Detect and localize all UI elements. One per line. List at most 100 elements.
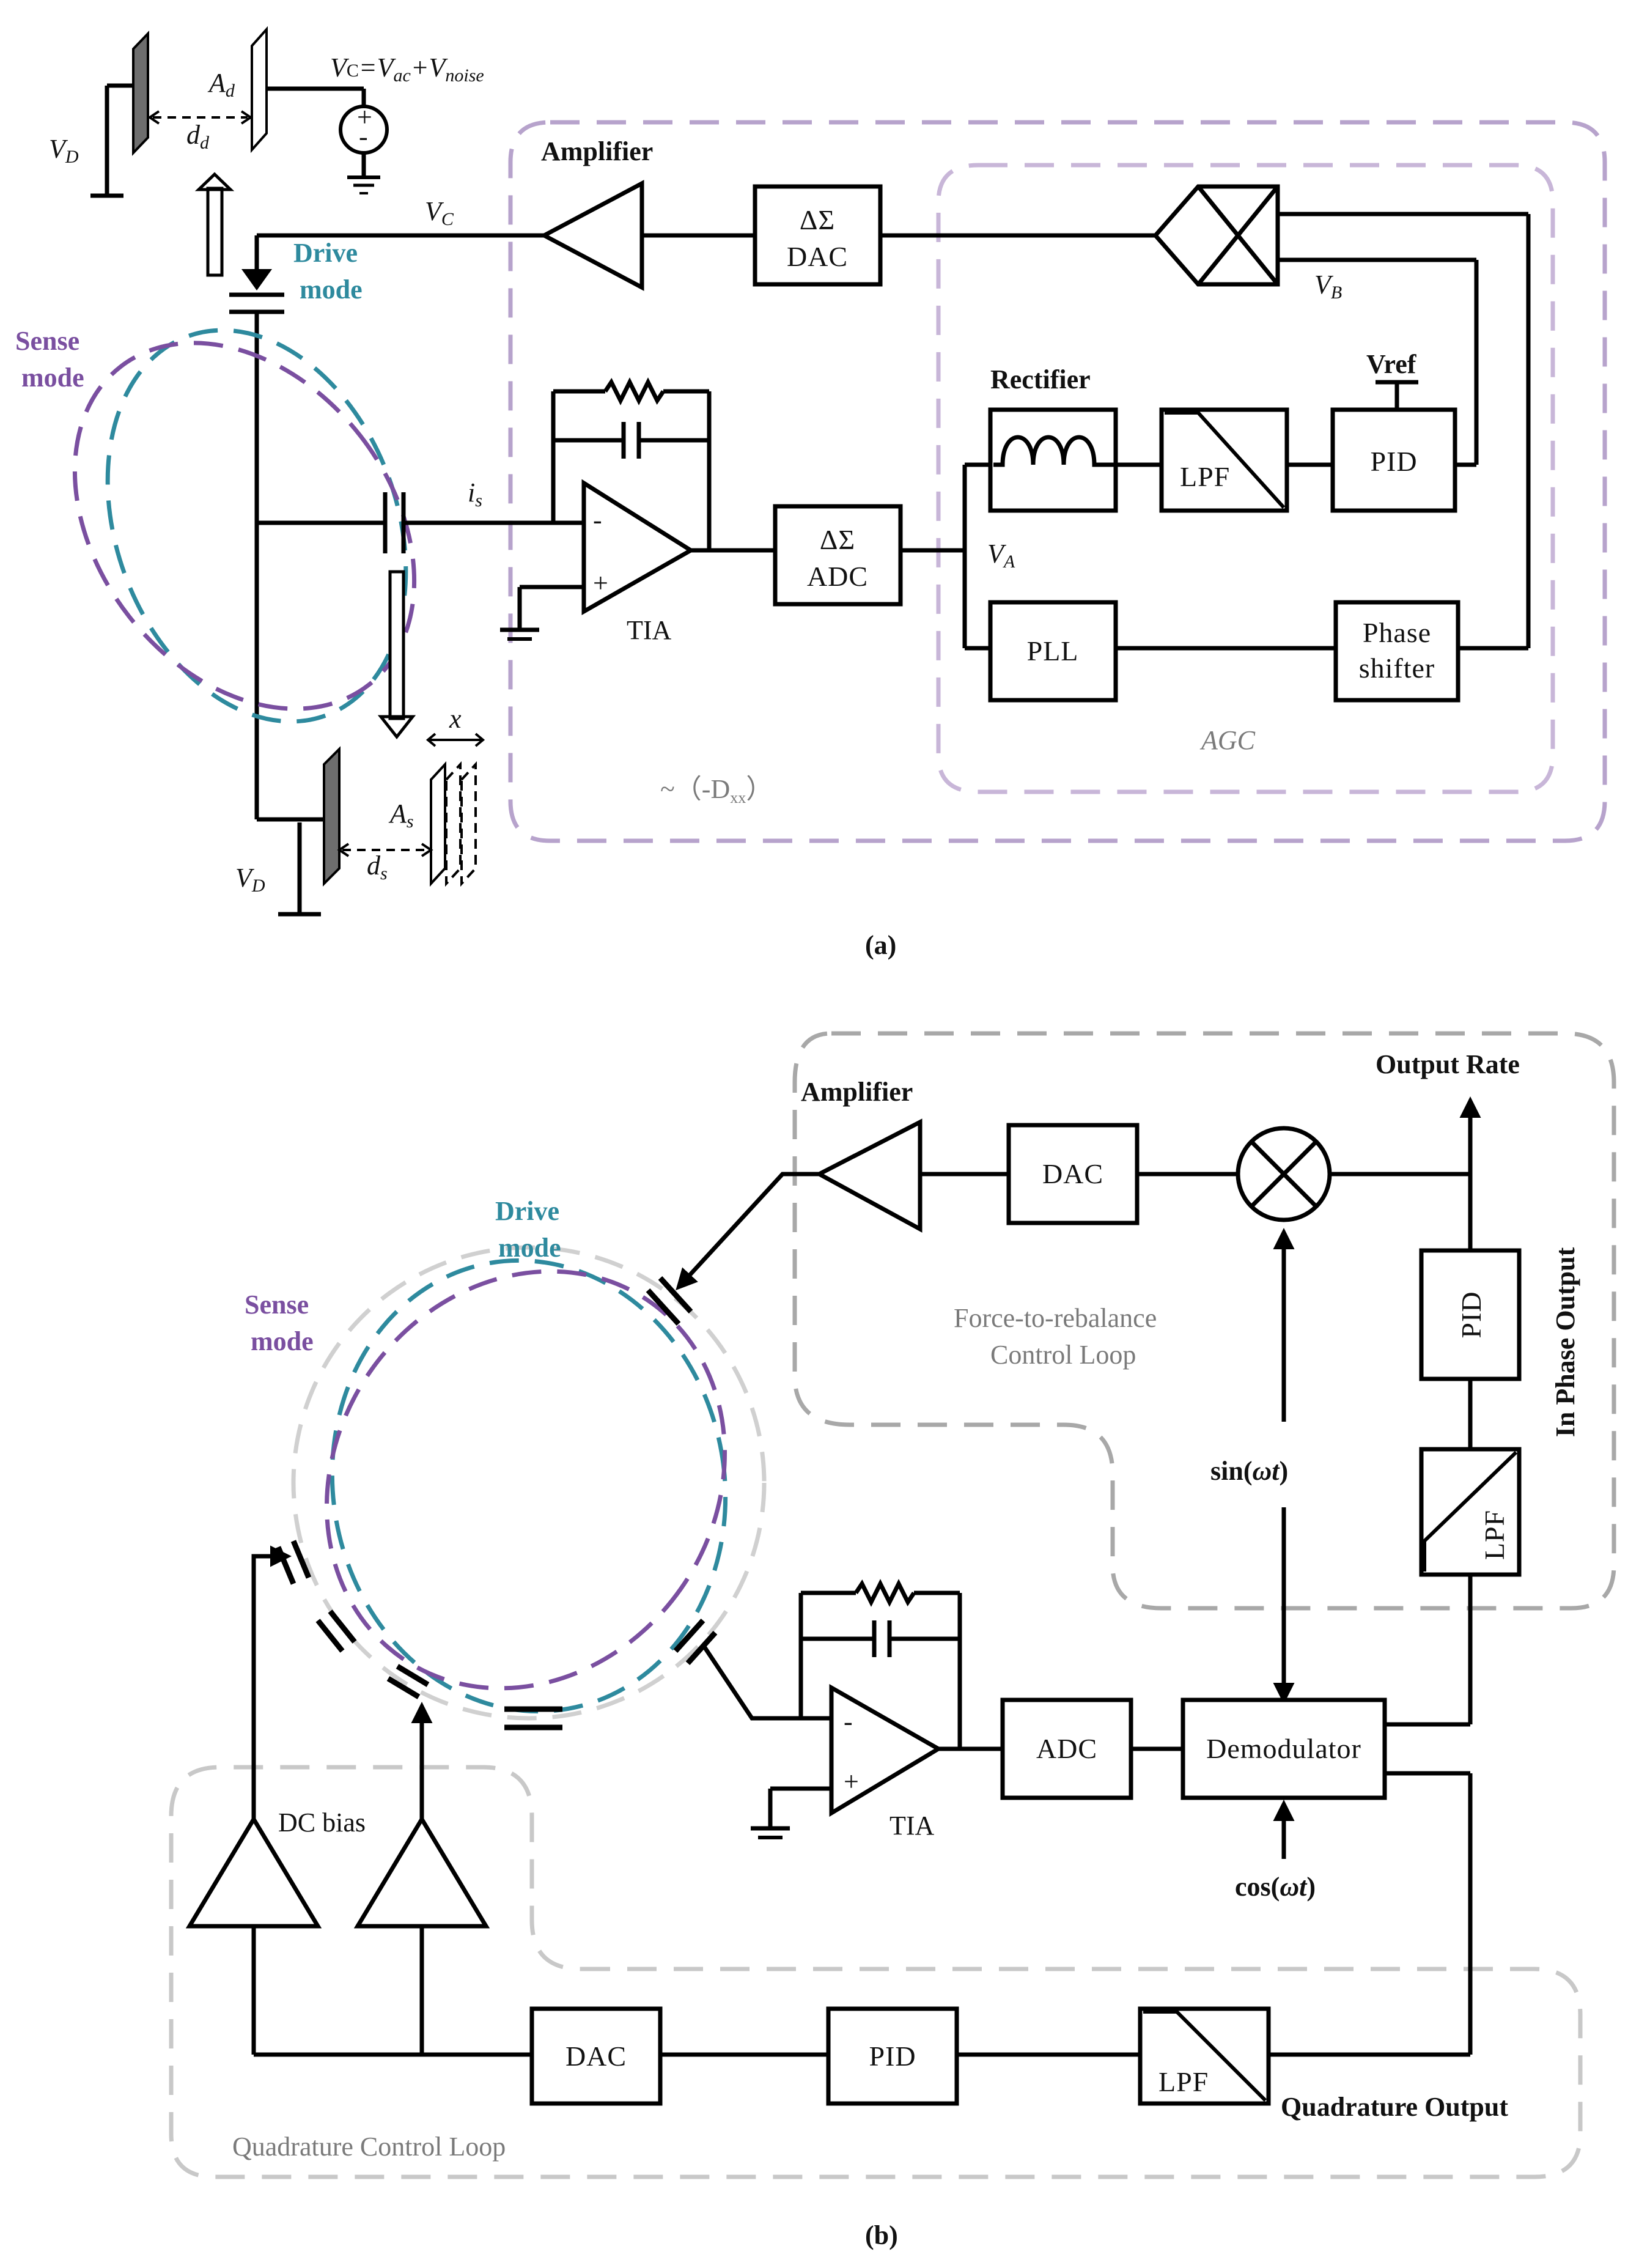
pid-bottom-label: PID bbox=[869, 2041, 916, 2072]
agc-loop bbox=[936, 163, 1555, 794]
dac-top-label: DAC bbox=[1042, 1158, 1103, 1189]
tia-b-opamp-icon: - + bbox=[829, 1683, 943, 1817]
drive-mode-label-2: mode bbox=[300, 275, 363, 305]
drive-plate-moving bbox=[251, 26, 268, 153]
drive-mode-label: Drive bbox=[293, 238, 358, 268]
amplifier-label: Amplifier bbox=[541, 136, 653, 166]
phase-label-1: Phase bbox=[1363, 617, 1431, 648]
lpf-vertical-label: LPF bbox=[1479, 1510, 1510, 1560]
ds-label: ds bbox=[367, 851, 388, 884]
svg-text:+: + bbox=[593, 568, 608, 598]
vd-top-label: VD bbox=[49, 134, 79, 167]
lpf-bottom-label: LPF bbox=[1158, 2066, 1209, 2097]
vb-label: VB bbox=[1314, 270, 1342, 303]
dac-top-block bbox=[1006, 1123, 1140, 1225]
drive-arrowhead-icon bbox=[241, 269, 272, 290]
lpf-vertical-block bbox=[1419, 1447, 1522, 1577]
quad-loop-label: Quadrature Control Loop bbox=[232, 2132, 506, 2162]
caption-a: (a) bbox=[865, 930, 896, 960]
is-label: is bbox=[468, 478, 482, 511]
ds-adc-label-2: ADC bbox=[807, 561, 868, 592]
outer-loop-a bbox=[508, 120, 1607, 843]
svg-text:-: - bbox=[359, 122, 368, 152]
sense-mode-label-2: mode bbox=[21, 363, 84, 393]
pid-bottom-block bbox=[826, 2006, 959, 2106]
as-label: As bbox=[388, 799, 414, 832]
resistor-icon bbox=[603, 377, 665, 405]
caption-b: (b) bbox=[865, 2220, 898, 2250]
in-phase-label: In Phase Output bbox=[1550, 1247, 1580, 1437]
agc-label: AGC bbox=[1199, 725, 1256, 755]
phase-label-2: shifter bbox=[1359, 652, 1435, 684]
lpf-block-a bbox=[1159, 407, 1289, 513]
demodulator-block bbox=[1180, 1697, 1387, 1800]
amplifier-b-icon bbox=[814, 1118, 923, 1233]
inductor-icon bbox=[993, 435, 1114, 467]
dd-label: dd bbox=[186, 120, 210, 153]
output-rate-label: Output Rate bbox=[1376, 1049, 1520, 1079]
drive-electrode: + - bbox=[90, 26, 389, 198]
ds-dac-label-1: ΔΣ bbox=[800, 204, 835, 235]
ds-adc-label-1: ΔΣ bbox=[820, 524, 855, 555]
quadrature-loop bbox=[169, 1765, 1583, 2179]
sense-plate-fixed bbox=[323, 746, 341, 887]
down-arrow-icon bbox=[377, 570, 416, 740]
pid-vertical-label: PID bbox=[1456, 1291, 1487, 1338]
drive-plate-fixed bbox=[132, 31, 149, 156]
panel-a: + - VC=Vac+Vnoise Ad dd VD VC Drive mode… bbox=[15, 26, 1607, 960]
lpf-bottom-block bbox=[1138, 2006, 1271, 2106]
tia-opamp-icon: - + bbox=[581, 479, 695, 616]
drive-mode-ring bbox=[330, 1258, 728, 1714]
resistor-b-icon bbox=[854, 1579, 916, 1607]
ring-electrodes bbox=[275, 1276, 718, 1731]
adc-block bbox=[1000, 1697, 1133, 1800]
quad-output-label: Quadrature Output bbox=[1281, 2092, 1508, 2122]
rectifier-block bbox=[988, 407, 1118, 513]
mixer-x-icon bbox=[1152, 184, 1280, 287]
ds-adc-block bbox=[773, 504, 903, 607]
sense-mode-label-b: Sense bbox=[245, 1290, 309, 1320]
svg-text:-: - bbox=[844, 1707, 853, 1737]
sense-mode-ellipse bbox=[72, 341, 417, 711]
dxx-label: ~（-Dxx） bbox=[660, 774, 773, 807]
sin-label: sin(ωt) bbox=[1210, 1456, 1288, 1486]
cos-label: cos(ωt) bbox=[1235, 1872, 1316, 1902]
moving-plates-icon bbox=[430, 761, 477, 887]
dac-bottom-label: DAC bbox=[565, 2041, 627, 2072]
ftr-label-1: Force-to-rebalance bbox=[954, 1303, 1157, 1333]
ad-label: Ad bbox=[207, 68, 235, 101]
vc-label: VC bbox=[425, 196, 454, 229]
vref-label: Vref bbox=[1366, 349, 1417, 379]
svg-text:+: + bbox=[844, 1767, 859, 1797]
dc-bias-label: DC bias bbox=[278, 1808, 366, 1838]
vc-equation: VC=Vac+Vnoise bbox=[330, 53, 484, 86]
tia-label: TIA bbox=[627, 615, 672, 645]
lpf-label-a: LPF bbox=[1180, 461, 1230, 492]
amplifier-triangle-icon bbox=[539, 180, 644, 291]
drive-mode-label-b-2: mode bbox=[498, 1233, 561, 1263]
panel-b: Drive mode Sense mode Amplifier DAC bbox=[169, 1031, 1616, 2250]
sense-mode-ring bbox=[325, 1269, 727, 1691]
force-rebalance-loop bbox=[792, 1031, 1616, 1611]
rectifier-label: Rectifier bbox=[990, 364, 1091, 394]
vd-bottom-label: VD bbox=[235, 863, 265, 896]
amplifier-label-b: Amplifier bbox=[801, 1077, 913, 1107]
ring-outer bbox=[291, 1245, 767, 1721]
adc-label: ADC bbox=[1036, 1733, 1097, 1764]
pid-label-a: PID bbox=[1370, 446, 1417, 477]
ftr-label-2: Control Loop bbox=[990, 1340, 1136, 1370]
svg-text:+: + bbox=[357, 102, 372, 132]
svg-text:-: - bbox=[593, 505, 602, 535]
dc-bias-amp-right-icon bbox=[353, 1815, 490, 1929]
x-label: x bbox=[449, 704, 462, 734]
pid-vertical-block bbox=[1419, 1248, 1522, 1381]
sense-mode-label-b-2: mode bbox=[251, 1326, 314, 1356]
pid-block-a bbox=[1330, 407, 1457, 513]
tia-label-b: TIA bbox=[889, 1811, 935, 1841]
phase-shifter-block bbox=[1333, 600, 1460, 703]
sense-mode-label: Sense bbox=[15, 326, 79, 356]
up-arrow-icon bbox=[194, 172, 235, 277]
va-label: VA bbox=[987, 539, 1015, 572]
dc-bias-amp-left-icon bbox=[185, 1815, 322, 1929]
